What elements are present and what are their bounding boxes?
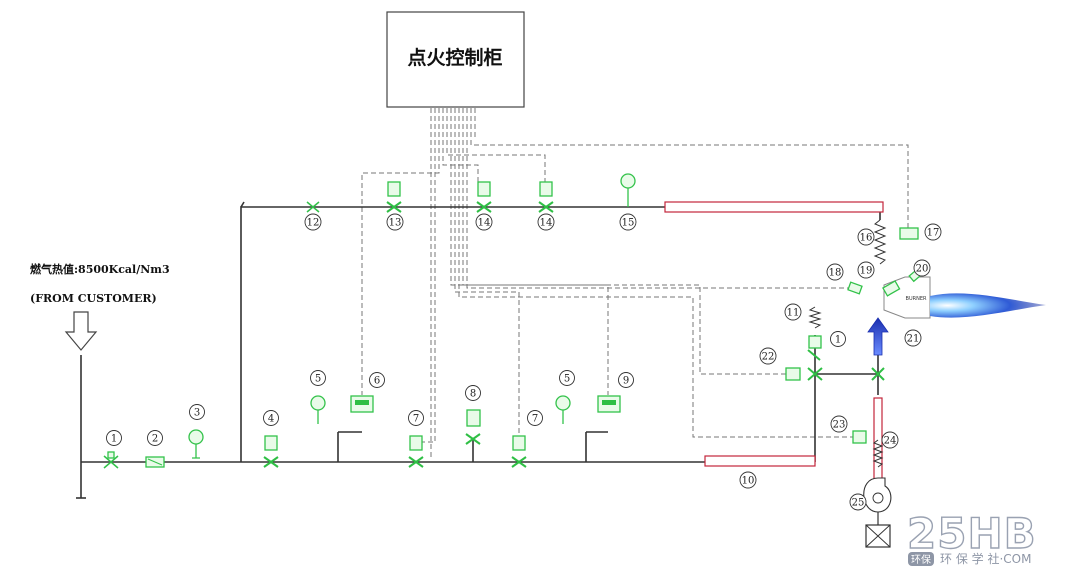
flexible-hose-24 — [872, 439, 884, 468]
from-customer-note: (FROM CUSTOMER) — [30, 292, 157, 305]
ignition-control-cabinet: 点火控制柜 — [386, 11, 525, 108]
gas-pipes — [76, 201, 881, 499]
device-15-pressure-gauge — [620, 173, 636, 207]
callout-5a: 5 — [315, 374, 321, 385]
insulated-pipe-lower — [704, 455, 816, 467]
watermark-site: 环 保 学 社·COM — [940, 551, 1031, 566]
callout-1: 1 — [111, 434, 117, 445]
callout-1b: 1 — [835, 335, 841, 346]
callout-12: 12 — [307, 218, 320, 229]
heat-value-note: 燃气热值:8500Kcal/Nm3 — [29, 262, 170, 276]
device-air-butterfly-valve — [871, 367, 885, 381]
callout-11: 11 — [787, 308, 800, 319]
device-5b-pressure-gauge — [555, 395, 571, 424]
device-3-pressure-gauge — [188, 429, 204, 459]
callout-10: 10 — [742, 476, 755, 487]
device-12-ball-valve — [306, 201, 320, 213]
cabinet-label: 点火控制柜 — [407, 46, 502, 69]
insulated-pipes — [664, 201, 884, 489]
air-inlet-arrow — [867, 317, 889, 356]
device-8-regulator — [465, 409, 481, 445]
watermark-logo: 25HB — [907, 509, 1037, 558]
callout-5b: 5 — [564, 374, 570, 385]
callout-25: 25 — [852, 498, 865, 509]
callout-18: 18 — [829, 268, 842, 279]
callout-13: 13 — [389, 218, 402, 229]
device-9-pressure-switch — [597, 395, 621, 413]
device-25-blower — [863, 477, 892, 548]
device-13-solenoid-valve — [386, 181, 402, 213]
callout-6: 6 — [374, 376, 380, 387]
device-14b-solenoid-valve — [538, 181, 554, 213]
device-4-shutoff-valve — [263, 435, 279, 468]
callout-9: 9 — [623, 376, 629, 387]
flame — [930, 293, 1046, 318]
insulated-pipe-upper — [664, 201, 884, 213]
device-2-filter — [145, 456, 165, 468]
device-17-flame-detector — [899, 227, 919, 240]
flexible-hose-11 — [808, 306, 822, 329]
device-22-air-switch — [785, 349, 823, 381]
callouts: 1 2 3 4 5 6 7 8 7 5 9 10 11 1 12 13 14 1… — [106, 213, 942, 511]
callout-15: 15 — [622, 218, 635, 229]
device-7a-solenoid-valve — [408, 435, 424, 468]
callout-23: 23 — [833, 420, 846, 431]
callout-3: 3 — [194, 408, 200, 419]
callout-14a: 14 — [478, 218, 491, 229]
callout-7b: 7 — [532, 414, 538, 425]
device-23-pressure-switch — [852, 430, 867, 444]
callout-20: 20 — [916, 264, 929, 275]
callout-8: 8 — [470, 389, 476, 400]
burner-label: BURNER — [906, 296, 927, 302]
device-19-igniter — [882, 280, 901, 297]
device-5a-pressure-gauge — [310, 395, 326, 424]
callout-16: 16 — [860, 233, 873, 244]
flexible-hose-16 — [873, 219, 887, 265]
callout-7a: 7 — [413, 414, 419, 425]
callout-14b: 14 — [540, 218, 553, 229]
watermark: 25HB 环保 环 保 学 社·COM — [906, 508, 1037, 566]
device-18-sight-glass — [847, 281, 863, 295]
device-6-pressure-switch — [350, 395, 374, 413]
watermark-badge — [908, 552, 934, 566]
device-7b-solenoid-valve — [511, 435, 527, 468]
inlet-arrow — [64, 311, 98, 351]
callout-19: 19 — [860, 266, 873, 277]
device-1-ball-valve — [103, 451, 119, 469]
callout-24: 24 — [884, 436, 897, 447]
callout-17: 17 — [927, 228, 940, 239]
gas-inlet: 燃气热值:8500Kcal/Nm3 (FROM CUSTOMER) — [29, 262, 170, 351]
callout-22: 22 — [762, 352, 775, 363]
callout-21: 21 — [907, 334, 920, 345]
callout-2: 2 — [152, 434, 158, 445]
device-14a-solenoid-valve — [476, 181, 492, 213]
device-1b-pilot-valve — [808, 335, 822, 349]
watermark-badge-text: 环保 — [911, 553, 931, 566]
signal-cables — [361, 108, 909, 460]
burner-body: BURNER — [847, 268, 931, 319]
callout-4: 4 — [268, 414, 274, 425]
